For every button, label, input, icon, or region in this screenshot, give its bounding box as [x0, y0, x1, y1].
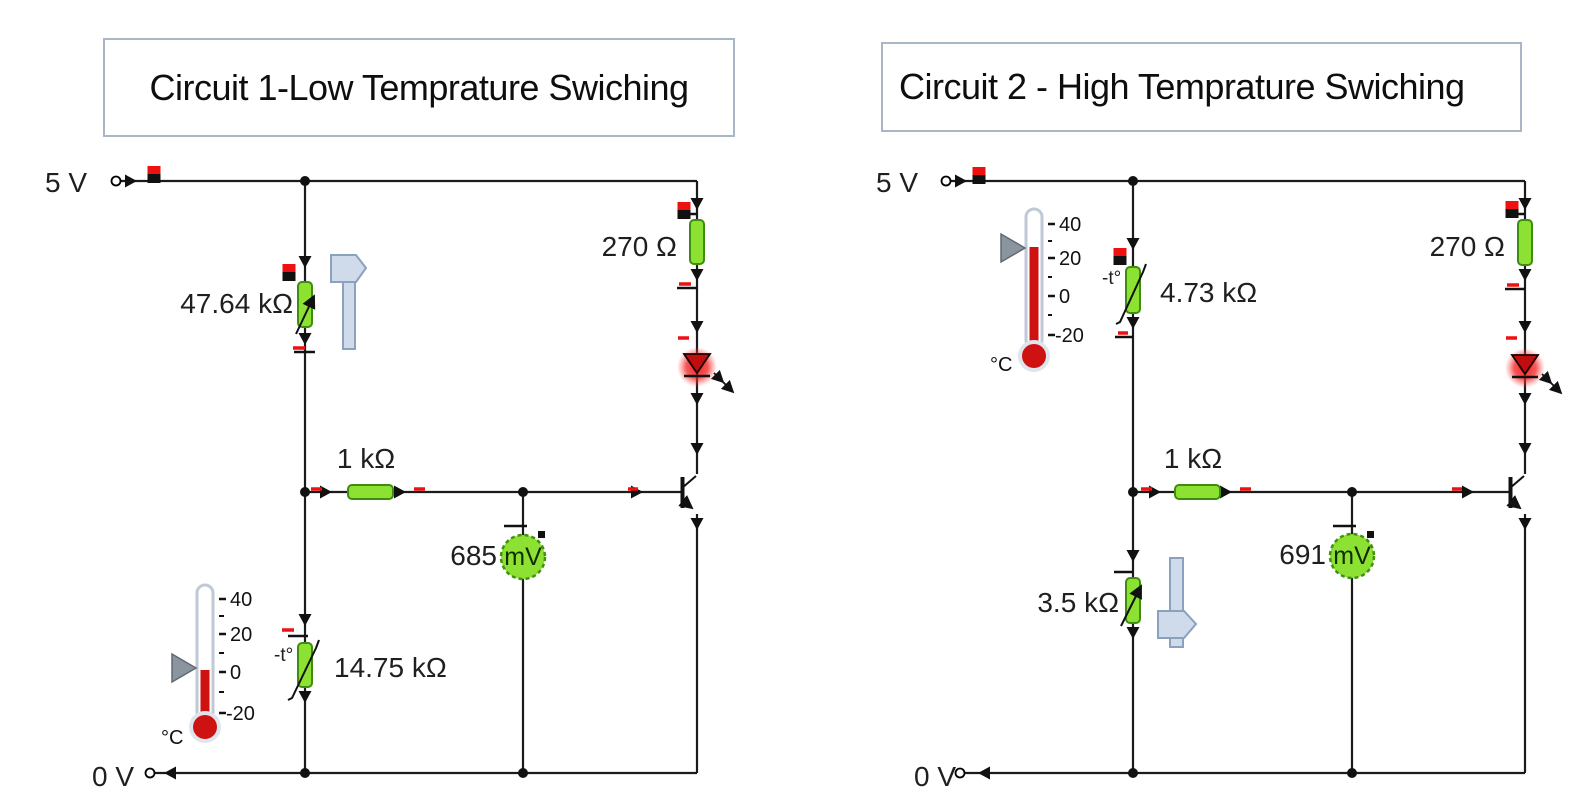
circuit1-led[interactable]: [677, 347, 735, 394]
circuit1-thermistor[interactable]: [287, 639, 320, 701]
circuit-1: 5 V 0 V 47.64 kΩ 270 Ω: [45, 166, 735, 792]
circuit2-transistor[interactable]: [1506, 475, 1525, 510]
thermo-tick-0: 0: [230, 662, 241, 684]
circuit1-led-resistor-value: 270 Ω: [602, 231, 677, 262]
circuit2-thermistor[interactable]: [1115, 263, 1147, 325]
circuit2-ground-terminal[interactable]: [954, 767, 966, 779]
circuit2-ground-label: 0 V: [914, 761, 956, 792]
circuit1-voltmeter[interactable]: mV: [499, 533, 547, 581]
circuit2-led-resistor-value: 270 Ω: [1430, 231, 1505, 262]
circuit2-thermistor-symbol: -t°: [1102, 268, 1121, 289]
circuit1-ground-terminal[interactable]: [144, 767, 156, 779]
thermo-tick-minus20: -20: [1055, 325, 1084, 347]
circuit1-voltmeter-value: 685: [450, 540, 497, 571]
thermo-tick-0: 0: [1059, 286, 1070, 308]
thermo-tick-40: 40: [230, 589, 252, 611]
circuit1-slider-control[interactable]: [330, 254, 368, 350]
circuit1-thermistor-symbol: -t°: [274, 645, 293, 666]
circuit2-voltmeter[interactable]: mV: [1328, 532, 1376, 580]
slider-knob: [330, 254, 368, 283]
circuit1-variable-resistor[interactable]: [295, 281, 316, 335]
temperature-pointer[interactable]: [171, 652, 198, 684]
circuit2-variable-resistor[interactable]: [1120, 577, 1142, 627]
circuit2-thermistor-value: 4.73 kΩ: [1160, 277, 1257, 308]
circuit1-supply-label: 5 V: [45, 167, 87, 198]
led-light-rays: [710, 369, 735, 394]
circuit1-transistor[interactable]: [678, 475, 697, 510]
probe-dot: [1367, 531, 1374, 538]
circuit2-junction-dots: [1128, 176, 1357, 778]
circuit1-power-terminal[interactable]: [110, 175, 122, 187]
circuit2-thermometer[interactable]: 40 20 0 -20 °C: [990, 207, 1084, 376]
circuit2-led-resistor[interactable]: [1517, 219, 1533, 266]
circuit1-variable-resistor-value: 47.64 kΩ: [180, 288, 293, 319]
circuit2-led[interactable]: [1505, 348, 1563, 395]
circuit2-power-terminal[interactable]: [940, 175, 952, 187]
circuit1-base-resistor-value: 1 kΩ: [337, 443, 395, 474]
circuit-2: 5 V 0 V 40 20 0 -20 °C: [876, 167, 1563, 792]
thermo-tick-20: 20: [230, 624, 252, 646]
circuit1-thermistor-value: 14.75 kΩ: [334, 652, 447, 683]
circuit2-voltmeter-unit: mV: [1333, 542, 1371, 570]
slider-knob: [1157, 610, 1198, 639]
bulb: [1022, 344, 1046, 368]
circuit1-state-indicators: [147, 166, 697, 638]
thermo-unit: °C: [990, 354, 1012, 376]
thermo-unit: °C: [161, 727, 183, 749]
circuit1-thermometer[interactable]: 40 20 0 -20 °C: [161, 583, 255, 749]
circuit2-voltmeter-value: 691: [1279, 539, 1326, 570]
circuit2-state-indicators: [972, 167, 1525, 574]
thermo-tick-40: 40: [1059, 214, 1081, 236]
circuit2-slider-control[interactable]: [1157, 557, 1198, 648]
circuit2-base-resistor-value: 1 kΩ: [1164, 443, 1222, 474]
circuit1-voltmeter-unit: mV: [504, 543, 542, 571]
circuit1-title: Circuit 1-Low Temprature Swiching: [149, 66, 689, 108]
circuit1-title-box[interactable]: Circuit 1-Low Temprature Swiching: [103, 38, 735, 137]
circuit1-base-resistor[interactable]: [347, 484, 394, 500]
circuit2-title: Circuit 2 - High Temprature Swiching: [899, 66, 1465, 107]
bulb: [193, 715, 217, 739]
led-light-rays: [1538, 370, 1563, 395]
circuit2-title-box[interactable]: Circuit 2 - High Temprature Swiching: [881, 42, 1522, 132]
circuit1-ground-label: 0 V: [92, 761, 134, 792]
circuit2-variable-resistor-value: 3.5 kΩ: [1037, 587, 1119, 618]
thermo-tick-20: 20: [1059, 248, 1081, 270]
circuit1-led-resistor[interactable]: [689, 219, 705, 265]
temperature-pointer[interactable]: [1000, 232, 1027, 264]
circuit2-base-resistor[interactable]: [1174, 484, 1221, 500]
thermo-tick-minus20: -20: [226, 703, 255, 725]
probe-dot: [538, 531, 545, 538]
circuit2-supply-label: 5 V: [876, 167, 918, 198]
